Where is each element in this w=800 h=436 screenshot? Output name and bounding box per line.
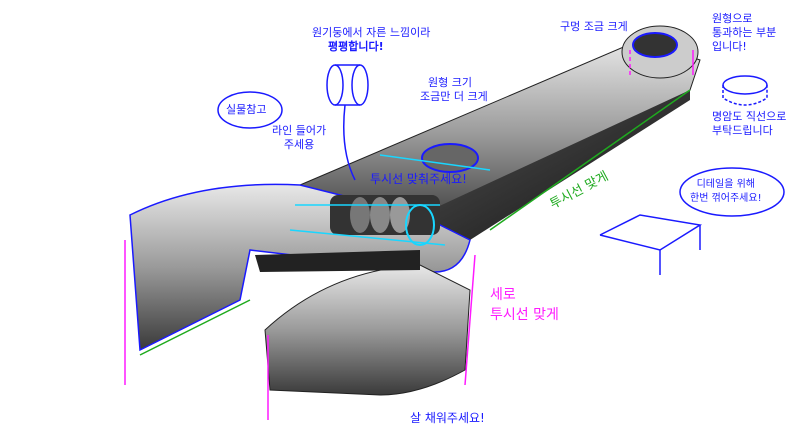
perspective-guides <box>124 50 694 420</box>
line-note-line1: 라인 들어가 <box>272 124 327 137</box>
wrench-handle-side <box>420 90 690 240</box>
box-sketch <box>599 214 703 275</box>
detail-cloud-shape <box>679 167 785 217</box>
cylinder-note: 원기둥에서 자른 느낌이라 평평합니다! <box>312 26 430 54</box>
pass-through-line3: 입니다! <box>712 40 747 53</box>
pass-through-line2: 통과하는 부분 <box>712 26 777 39</box>
detail-cloud-line2: 한번 꺾어주세요! <box>690 193 762 204</box>
pass-through-note: 원형으로 통과하는 부분 입니다! <box>712 12 776 54</box>
reference-cloud-shape <box>217 91 283 129</box>
cylinder-note-line1: 원기둥에서 자른 느낌이라 <box>312 26 431 39</box>
cylinder-sketch <box>326 64 369 181</box>
jaw-slot <box>255 250 420 272</box>
perspective-note: 투시선 맞춰주세요! <box>370 172 467 186</box>
vertical-perspective-note: 세로 투시선 맞게 <box>490 285 559 325</box>
pass-through-line1: 원형으로 <box>712 12 753 25</box>
ring-sketch <box>722 75 768 106</box>
shading-note-line1: 명암도 직선으로 <box>712 110 787 123</box>
vertical-note-line1: 세로 <box>490 287 516 303</box>
circle-size-note-line2: 조금만 더 크게 <box>420 90 488 103</box>
detail-cloud-text: 디테일을 위해 한번 꺾어주세요! <box>690 178 762 206</box>
handle-circle <box>421 143 479 173</box>
reference-cloud-text: 실물참고 <box>226 103 267 116</box>
detail-cloud-line1: 디테일을 위해 <box>696 179 755 190</box>
vertical-note-line2: 투시선 맞게 <box>490 307 559 323</box>
circle-size-note-line1: 원형 크기 <box>428 76 472 89</box>
ring-hole <box>632 32 678 58</box>
fill-note: 살 채워주세요! <box>410 411 485 425</box>
circle-size-note: 원형 크기 조금만 더 크게 <box>420 76 488 104</box>
line-note-line2: 주세용 <box>283 138 315 151</box>
shading-note-line2: 부탁드립니다 <box>712 124 773 137</box>
wrench-jaw-lower <box>264 264 471 396</box>
hole-note: 구멍 조금 크게 <box>560 20 628 33</box>
shading-note: 명암도 직선으로 부탁드립니다 <box>712 110 786 138</box>
line-note: 라인 들어가 주세용 <box>272 124 326 152</box>
cylinder-note-line2: 평평합니다! <box>328 40 384 53</box>
